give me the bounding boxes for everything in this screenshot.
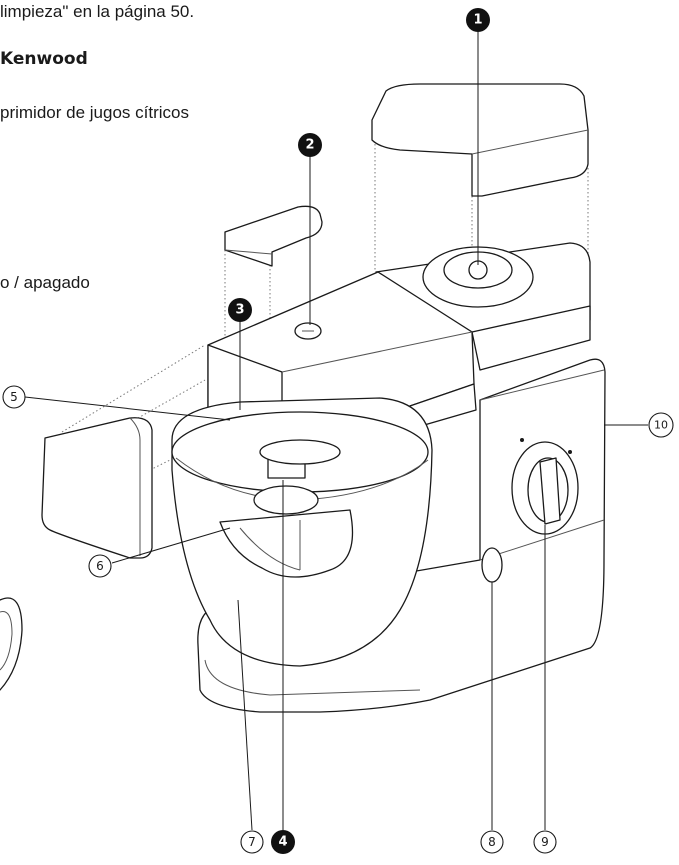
high-speed-outlet-cover: [371, 83, 589, 197]
leader-lines: [24, 32, 648, 831]
intro-text-fragment: limpieza" en la página 50.: [0, 2, 195, 21]
callout-8: 8: [480, 830, 504, 854]
callout-6: 6: [88, 554, 112, 578]
juicer-text-fragment: primidor de jugos cítricos: [0, 103, 189, 122]
slow-speed-outlet-cover: [41, 417, 153, 559]
callout-10: 10: [648, 412, 674, 438]
callout-5: 5: [2, 385, 26, 409]
svg-text:6: 6: [96, 559, 104, 573]
medium-speed-outlet-cover: [224, 205, 323, 267]
svg-text:4: 4: [278, 835, 287, 850]
partial-attachment-outline: [0, 597, 23, 691]
svg-text:3: 3: [235, 303, 244, 318]
svg-text:5: 5: [10, 390, 18, 404]
callout-9: 9: [533, 830, 557, 854]
svg-text:1: 1: [473, 13, 482, 28]
svg-text:10: 10: [654, 419, 668, 432]
svg-text:8: 8: [488, 835, 496, 849]
svg-text:2: 2: [305, 138, 314, 153]
svg-text:7: 7: [248, 835, 256, 849]
callout-4: 4: [271, 830, 295, 854]
callout-3: 3: [228, 298, 252, 322]
bowl-and-tool: [171, 397, 433, 667]
callout-1: 1: [466, 8, 490, 32]
svg-text:9: 9: [541, 835, 549, 849]
switch-text-fragment: o / apagado: [0, 273, 90, 292]
brand-heading: Kenwood: [0, 49, 88, 69]
callout-7: 7: [240, 830, 264, 854]
callout-2: 2: [298, 133, 322, 157]
